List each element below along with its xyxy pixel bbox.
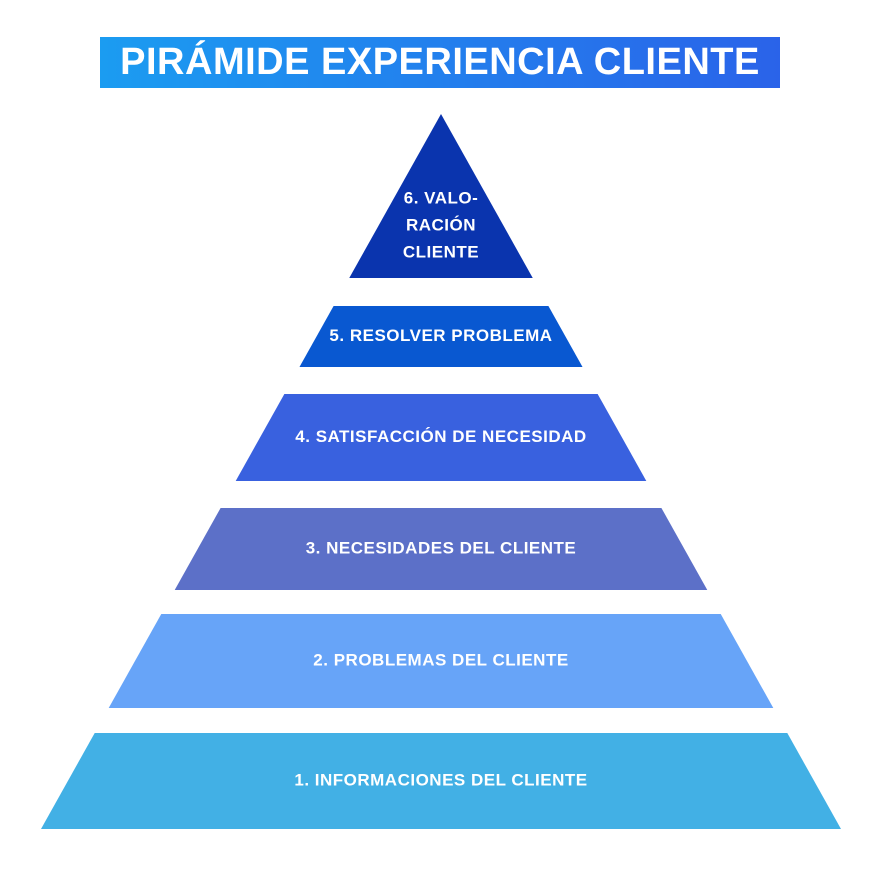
pyramid-level-3-label: 3. NECESIDADES DEL CLIENTE	[306, 538, 577, 557]
pyramid-level-1-label: 1. INFORMACIONES DEL CLIENTE	[294, 770, 587, 789]
pyramid-level-5-label: 5. RESOLVER PROBLEMA	[329, 326, 552, 345]
pyramid-level-3-shape	[174, 508, 708, 590]
pyramid-level-2-shape	[108, 614, 774, 708]
title-bar: PIRÁMIDE EXPERIENCIA CLIENTE	[100, 37, 780, 88]
pyramid-level-1-shape	[41, 733, 841, 829]
pyramid-level-2-label: 2. PROBLEMAS DEL CLIENTE	[313, 650, 568, 669]
pyramid-level-6-shape	[349, 114, 533, 278]
pyramid-level-4-label: 4. SATISFACCIÓN DE NECESIDAD	[295, 427, 586, 446]
page-title: PIRÁMIDE EXPERIENCIA CLIENTE	[120, 41, 760, 83]
pyramid-level-6-label: 6. VALO-	[404, 188, 479, 207]
pyramid-level-6-label: CLIENTE	[403, 242, 479, 261]
pyramid-level-6-label: RACIÓN	[406, 215, 476, 234]
pyramid-level-4-shape	[235, 394, 647, 481]
pyramid-level-5-shape	[299, 306, 583, 367]
